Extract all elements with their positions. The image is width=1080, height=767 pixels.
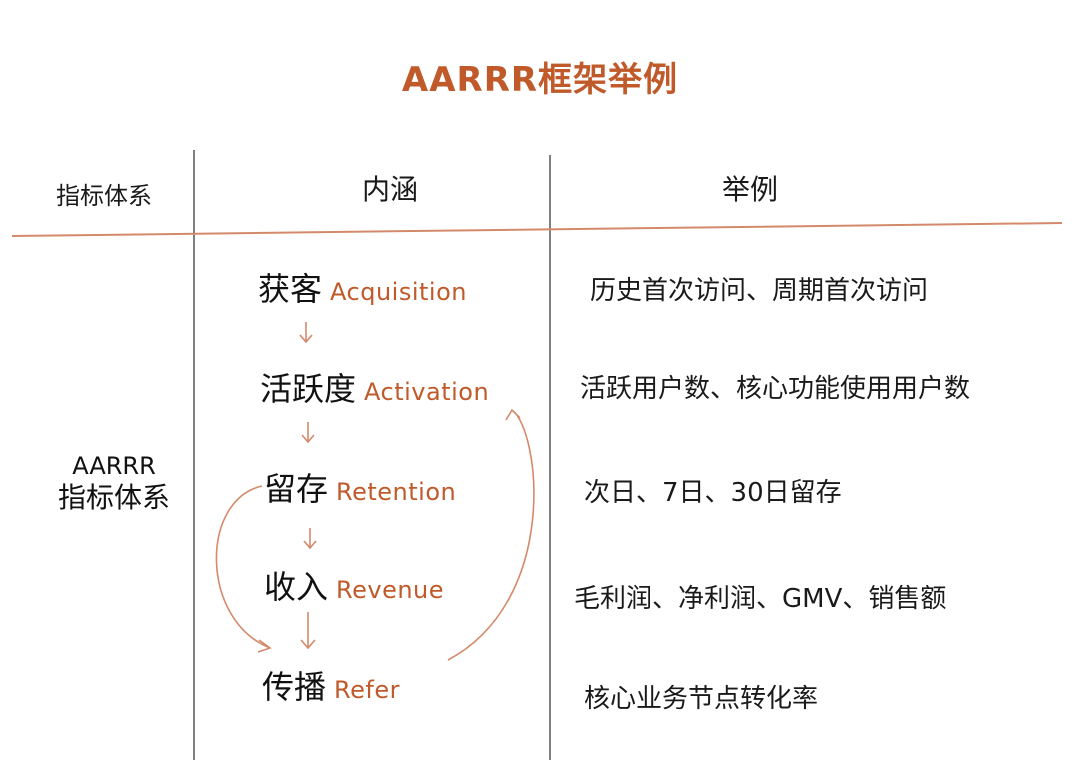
header-underline [11,222,1063,237]
side-label-cn: 指标体系 [57,480,170,514]
arrow-act-ret [301,422,315,444]
diagram-title: AARRR框架举例 [401,60,679,100]
stage-en: Retention [336,478,457,506]
arrow-rev-ref [300,612,316,650]
example-acquisition: 历史首次访问、周期首次访问 [590,276,929,306]
stage-cn: 获客 [258,270,323,308]
side-label: AARRR 指标体系 [44,452,184,514]
example-retention: 次日、7日、30日留存 [584,478,842,508]
arrow-loop-right [447,408,535,661]
arrow-ret-rev [303,528,317,550]
stage-en: Refer [334,676,400,704]
header-metric-system: 指标体系 [56,182,152,210]
header-example: 举例 [721,173,778,206]
arrow-acq-act [299,322,313,344]
arrow-loop-left [215,485,272,653]
stage-cn: 传播 [262,668,327,706]
stage-en: Acquisition [330,278,467,306]
stage-en: Revenue [336,576,445,604]
example-refer: 核心业务节点转化率 [584,684,819,714]
example-activation: 活跃用户数、核心功能使用用户数 [580,374,971,404]
down-arrows [215,322,535,661]
example-revenue: 毛利润、净利润、GMV、销售额 [574,584,947,614]
stage-cn: 留存 [264,470,329,508]
stage-cn: 活跃度 [260,370,357,408]
stage-cn: 收入 [264,568,329,606]
header-meaning: 内涵 [361,173,418,206]
side-label-en: AARRR [72,452,156,480]
stage-en: Activation [364,378,490,406]
